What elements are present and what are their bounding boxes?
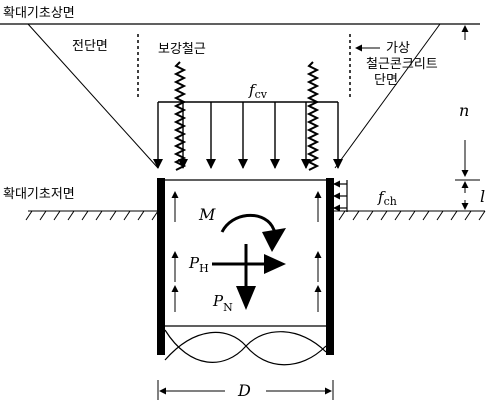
reinforcement-bar-left <box>173 61 187 171</box>
moment-symbol: M <box>198 205 216 224</box>
dimension-d-label: D <box>237 381 251 400</box>
pn-symbol: PN <box>212 292 233 314</box>
reinforcement-label: 보강철근 <box>158 42 206 57</box>
pile-bottom-break <box>164 329 327 366</box>
moment-arrow-head <box>262 228 286 252</box>
top-surface-label: 확대기초상면 <box>3 6 75 21</box>
fcv-symbol: fcv <box>248 81 268 101</box>
reinforcement-bar-right <box>306 61 320 171</box>
virtual-section-label-3: 단면 <box>374 73 398 88</box>
ph-force-arrow-head <box>264 254 286 274</box>
ph-symbol: PH <box>188 254 209 275</box>
vertical-pressure-arrows <box>153 101 343 169</box>
shear-plane-left-line <box>27 23 159 169</box>
bottom-surface-label: 확대기초저면 <box>3 187 75 202</box>
pn-force-arrow-head <box>236 286 256 310</box>
dimension-d <box>157 380 334 400</box>
pile-left-wall <box>157 178 165 355</box>
ground-hatching <box>25 210 486 221</box>
side-friction-arrows <box>171 191 322 312</box>
moment-arrow <box>220 213 278 235</box>
shear-plane-label: 전단면 <box>72 39 108 54</box>
pile-right-wall <box>326 178 334 355</box>
dimension-n <box>455 25 480 181</box>
dimension-l-label: l <box>480 187 485 206</box>
horizontal-pressure-arrows <box>333 180 348 212</box>
fch-symbol: fch <box>377 188 397 208</box>
dimension-n-label: n <box>459 101 469 120</box>
shear-plane-right-line <box>334 23 441 169</box>
virtual-section-label-2: 철근콘크리트 <box>366 57 438 72</box>
virtual-section-label-1: 가상 <box>386 41 410 56</box>
